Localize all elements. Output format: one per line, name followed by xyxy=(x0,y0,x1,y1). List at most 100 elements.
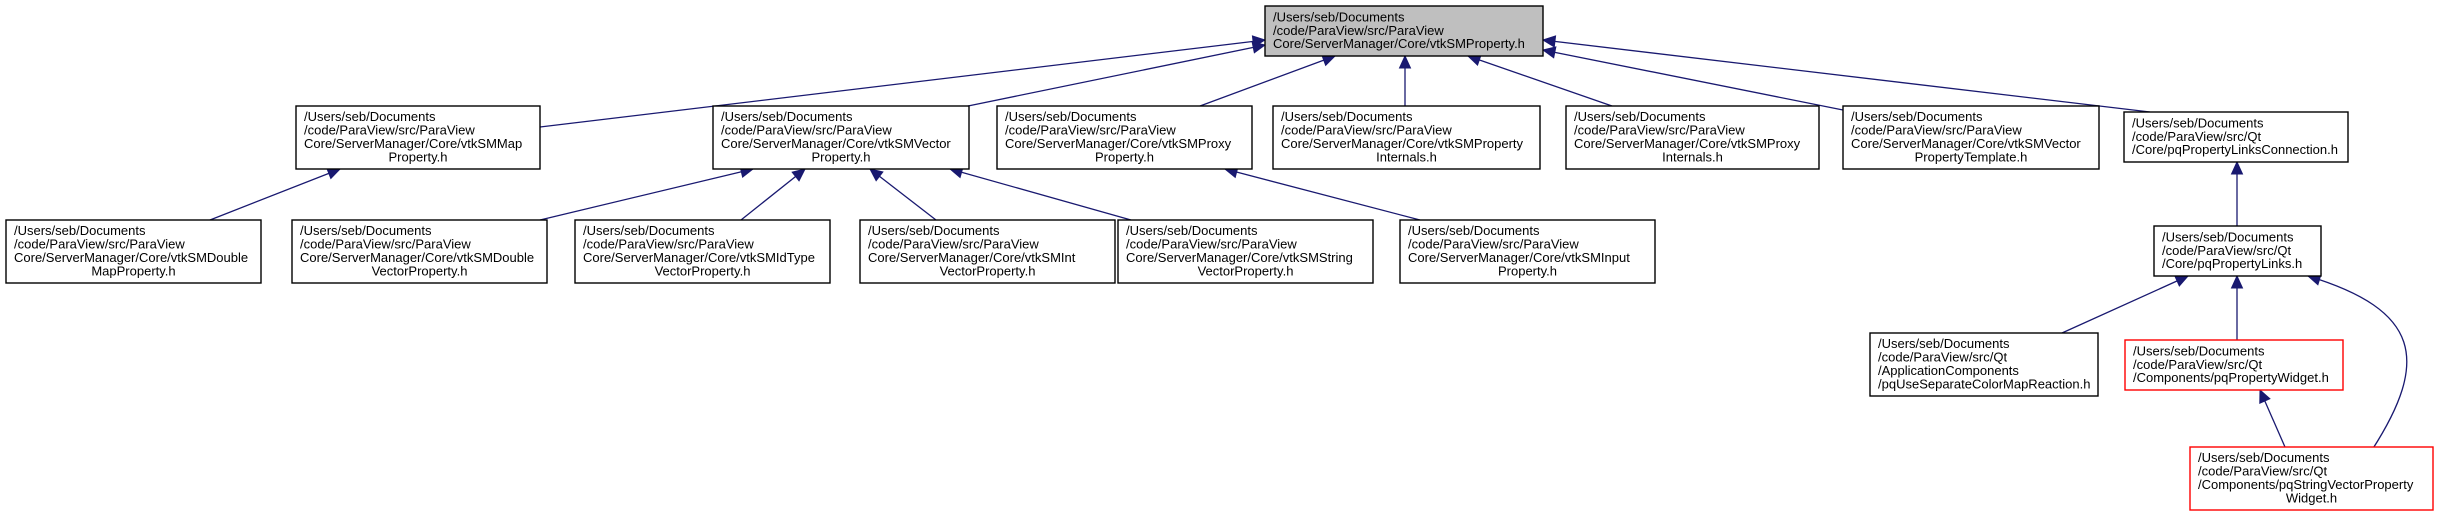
node-box[interactable] xyxy=(2153,225,2322,277)
edge-line xyxy=(539,39,1266,128)
node-label-line: /ApplicationComponents xyxy=(1878,363,2019,378)
node-box[interactable] xyxy=(574,219,831,284)
node-label-line: /code/ParaView/src/Qt xyxy=(2162,243,2291,258)
node-label-line: /code/ParaView/src/ParaView xyxy=(583,237,754,252)
node-label-line: VectorProperty.h xyxy=(372,263,468,278)
node-label-line: PropertyTemplate.h xyxy=(1915,149,2028,164)
node-box[interactable] xyxy=(1399,219,1656,284)
node-proxyinternals[interactable]: /Users/seb/Documents/code/ParaView/src/P… xyxy=(1565,105,1820,170)
node-label-line: /code/ParaView/src/ParaView xyxy=(1574,123,1745,138)
edge-line xyxy=(2061,275,2189,334)
edge-idtype-to-vector xyxy=(740,168,806,221)
node-separatecolor[interactable]: /Users/seb/Documents/code/ParaView/src/Q… xyxy=(1869,332,2099,397)
node-label-line: VectorProperty.h xyxy=(940,263,1036,278)
node-label-line: /code/ParaView/src/ParaView xyxy=(304,123,475,138)
node-label-line: Core/ServerManager/Core/vtkSMInt xyxy=(868,250,1076,265)
edge-stringvecwidget-to-links xyxy=(2306,273,2408,451)
edge-stringvector-to-vector xyxy=(948,166,1132,221)
node-label-line: Core/ServerManager/Core/vtkSMProxy xyxy=(1005,136,1232,151)
node-label-line: Core/ServerManager/Core/vtkSMVector xyxy=(721,136,951,151)
node-doublemap[interactable]: /Users/seb/Documents/code/ParaView/src/P… xyxy=(5,219,262,284)
node-label-line: /Users/seb/Documents xyxy=(1273,9,1405,24)
node-label-line: /Core/pqPropertyLinksConnection.h xyxy=(2132,142,2338,157)
node-linksconn[interactable]: /Users/seb/Documents/code/ParaView/src/Q… xyxy=(2123,111,2349,163)
node-label-line: /code/ParaView/src/Qt xyxy=(2132,129,2261,144)
edge-doublemap-to-map xyxy=(209,167,342,221)
node-label-line: Property.h xyxy=(1498,263,1557,278)
node-stringvector[interactable]: /Users/seb/Documents/code/ParaView/src/P… xyxy=(1117,219,1374,284)
edge-proxyinternals-to-root xyxy=(1466,54,1613,107)
node-label-line: /Users/seb/Documents xyxy=(868,223,1000,238)
arrowhead-icon xyxy=(2230,160,2244,175)
node-input[interactable]: /Users/seb/Documents/code/ParaView/src/P… xyxy=(1399,219,1656,284)
node-label-line: Core/ServerManager/Core/vtkSMInput xyxy=(1408,250,1630,265)
node-label-line: /code/ParaView/src/Qt xyxy=(2198,464,2327,479)
edge-stringvecwidget-to-propwidget xyxy=(2259,388,2286,448)
node-box[interactable] xyxy=(1842,105,2100,170)
node-label-line: /code/ParaView/src/ParaView xyxy=(1851,123,2022,138)
node-label-line: Internals.h xyxy=(1376,149,1437,164)
node-map[interactable]: /Users/seb/Documents/code/ParaView/src/P… xyxy=(295,105,541,170)
node-label-line: /Users/seb/Documents xyxy=(1408,223,1540,238)
node-box[interactable] xyxy=(1869,332,2099,397)
node-vector[interactable]: /Users/seb/Documents/code/ParaView/src/P… xyxy=(712,105,970,170)
node-box[interactable] xyxy=(5,219,262,284)
node-label-line: VectorProperty.h xyxy=(655,263,751,278)
node-label-line: Property.h xyxy=(1095,149,1154,164)
node-label-line: /code/ParaView/src/ParaView xyxy=(1281,123,1452,138)
node-links[interactable]: /Users/seb/Documents/code/ParaView/src/Q… xyxy=(2153,225,2322,277)
node-label-line: /Users/seb/Documents xyxy=(2133,343,2265,358)
node-doublevector[interactable]: /Users/seb/Documents/code/ParaView/src/P… xyxy=(291,219,548,284)
edge-line xyxy=(1542,39,2151,113)
node-label-line: Core/ServerManager/Core/vtkSMIdType xyxy=(583,250,815,265)
node-vectortemplate[interactable]: /Users/seb/Documents/code/ParaView/src/P… xyxy=(1842,105,2100,170)
edge-line xyxy=(1542,49,1844,111)
node-propwidget[interactable]: /Users/seb/Documents/code/ParaView/src/Q… xyxy=(2124,339,2344,391)
node-box[interactable] xyxy=(1272,105,1541,170)
node-idtype[interactable]: /Users/seb/Documents/code/ParaView/src/P… xyxy=(574,219,831,284)
edge-propinternals-to-root xyxy=(1398,54,1412,106)
node-label-line: /Users/seb/Documents xyxy=(1126,223,1258,238)
edge-doublevector-to-vector xyxy=(539,165,755,221)
node-box[interactable] xyxy=(2124,339,2344,391)
node-box[interactable] xyxy=(1565,105,1820,170)
nodes-layer: /Users/seb/Documents/code/ParaView/src/P… xyxy=(5,5,2434,511)
node-label-line: /code/ParaView/src/Qt xyxy=(2133,357,2262,372)
edge-input-to-proxy xyxy=(1223,166,1421,221)
edge-separatecolor-to-links xyxy=(2061,275,2190,334)
node-intvector[interactable]: /Users/seb/Documents/code/ParaView/src/P… xyxy=(859,219,1116,284)
edge-line xyxy=(1224,168,1421,221)
node-label-line: /Users/seb/Documents xyxy=(1281,109,1413,124)
node-box[interactable] xyxy=(1117,219,1374,284)
node-box[interactable] xyxy=(1264,5,1544,57)
edge-links-to-linksconn xyxy=(2230,160,2244,226)
node-label-line: MapProperty.h xyxy=(91,263,175,278)
node-label-line: Widget.h xyxy=(2286,490,2337,505)
arrowhead-icon xyxy=(2259,388,2271,404)
node-stringvecwidget[interactable]: /Users/seb/Documents/code/ParaView/src/Q… xyxy=(2189,446,2434,511)
arrowhead-icon xyxy=(1398,54,1412,69)
edge-line xyxy=(539,168,754,221)
node-propinternals[interactable]: /Users/seb/Documents/code/ParaView/src/P… xyxy=(1272,105,1541,170)
node-label-line: /code/ParaView/src/ParaView xyxy=(1273,23,1444,38)
node-box[interactable] xyxy=(291,219,548,284)
node-box[interactable] xyxy=(2123,111,2349,163)
node-label-line: /Users/seb/Documents xyxy=(1851,109,1983,124)
node-label-line: /Users/seb/Documents xyxy=(2198,450,2330,465)
arrowhead-icon xyxy=(2230,274,2244,289)
node-proxy[interactable]: /Users/seb/Documents/code/ParaView/src/P… xyxy=(996,105,1253,170)
node-box[interactable] xyxy=(859,219,1116,284)
node-label-line: Core/ServerManager/Core/vtkSMString xyxy=(1126,250,1353,265)
node-label-line: /code/ParaView/src/Qt xyxy=(1878,350,2007,365)
node-box[interactable] xyxy=(295,105,541,170)
node-label-line: /code/ParaView/src/ParaView xyxy=(1005,123,1176,138)
arrowhead-icon xyxy=(1541,35,1557,48)
node-root[interactable]: /Users/seb/Documents/code/ParaView/src/P… xyxy=(1264,5,1544,57)
edge-linksconn-to-root xyxy=(1541,35,2151,113)
edge-vectortemplate-to-root xyxy=(1541,46,1844,111)
node-label-line: Core/ServerManager/Core/vtkSMDouble xyxy=(14,250,248,265)
node-box[interactable] xyxy=(712,105,970,170)
node-box[interactable] xyxy=(996,105,1253,170)
node-box[interactable] xyxy=(2189,446,2434,511)
